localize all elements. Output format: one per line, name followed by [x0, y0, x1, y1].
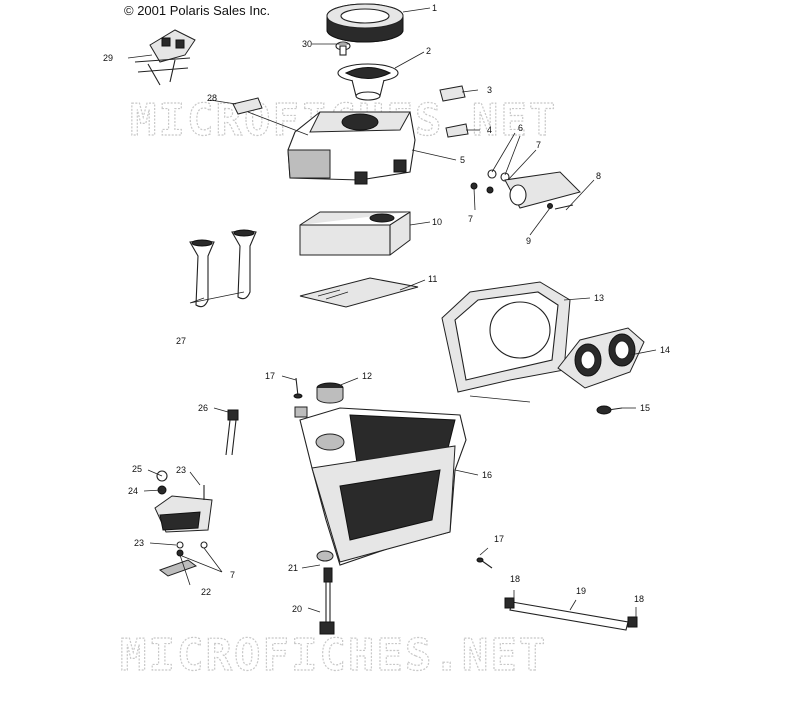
part-28-decal [232, 97, 263, 115]
part-19-tube [504, 597, 638, 631]
callout-18-right: 18 [634, 594, 644, 604]
part-14-dual-boot [557, 327, 645, 389]
part-10-air-filter [299, 211, 411, 256]
callout-7c: 7 [230, 570, 235, 580]
callout-7a: 7 [536, 140, 541, 150]
callout-21: 21 [288, 563, 298, 573]
callout-3: 3 [487, 85, 492, 95]
callout-26: 26 [198, 403, 208, 413]
part-4-decal [445, 123, 469, 138]
callout-24: 24 [128, 486, 138, 496]
callout-12: 12 [362, 371, 372, 381]
part-13-cover-panel [441, 281, 571, 393]
part-11-gasket [299, 277, 419, 308]
part-1-intake-ring [326, 3, 404, 43]
part-29-bracket [134, 29, 196, 86]
part-5-airbox-lid [287, 111, 416, 185]
callout-20: 20 [292, 604, 302, 614]
callout-8: 8 [596, 171, 601, 181]
part-20-drain [319, 567, 335, 635]
part-27-intake-horns [189, 229, 257, 308]
callout-22: 22 [201, 587, 211, 597]
callout-1: 1 [432, 3, 437, 13]
callout-9: 9 [526, 236, 531, 246]
part-26-clip [225, 409, 239, 456]
part-6-9-hardware [470, 169, 581, 210]
part-15-screw [596, 405, 623, 415]
callout-5: 5 [460, 155, 465, 165]
callout-29: 29 [103, 53, 113, 63]
part-21-grommet [316, 550, 334, 562]
callout-16: 16 [482, 470, 492, 480]
part-2-intake-funnel [337, 63, 399, 101]
callout-6: 6 [518, 123, 523, 133]
part-17-bolt-upper [293, 377, 303, 399]
callout-10: 10 [432, 217, 442, 227]
callout-labels: 1 2 3 4 5 6 7 8 9 10 11 12 13 14 15 16 1… [103, 3, 670, 614]
copyright-notice: © 2001 Polaris Sales Inc. [124, 3, 271, 18]
leader-lines [127, 7, 657, 617]
callout-2: 2 [426, 46, 431, 56]
callout-15: 15 [640, 403, 650, 413]
callout-18-left: 18 [510, 574, 520, 584]
callout-30: 30 [302, 39, 312, 49]
callout-23-upper: 23 [176, 465, 186, 475]
watermark-bottom: MICROFICHES.NET [120, 630, 547, 681]
callout-11: 11 [428, 274, 437, 284]
callout-14: 14 [660, 345, 670, 355]
part-22-module [154, 470, 213, 577]
callout-7b: 7 [468, 214, 473, 224]
part-12-cap [316, 382, 344, 404]
callout-17-upper: 17 [265, 371, 275, 381]
callout-13: 13 [594, 293, 604, 303]
part-3-decal [439, 85, 466, 102]
callout-17-lower: 17 [494, 534, 504, 544]
part-16-airbox [294, 406, 467, 566]
callout-23-lower: 23 [134, 538, 144, 548]
callout-19: 19 [576, 586, 586, 596]
part-17-bolt-lower [476, 557, 493, 569]
callout-27: 27 [176, 336, 186, 346]
callout-25: 25 [132, 464, 142, 474]
callout-28: 28 [207, 93, 217, 103]
callout-4: 4 [487, 125, 492, 135]
